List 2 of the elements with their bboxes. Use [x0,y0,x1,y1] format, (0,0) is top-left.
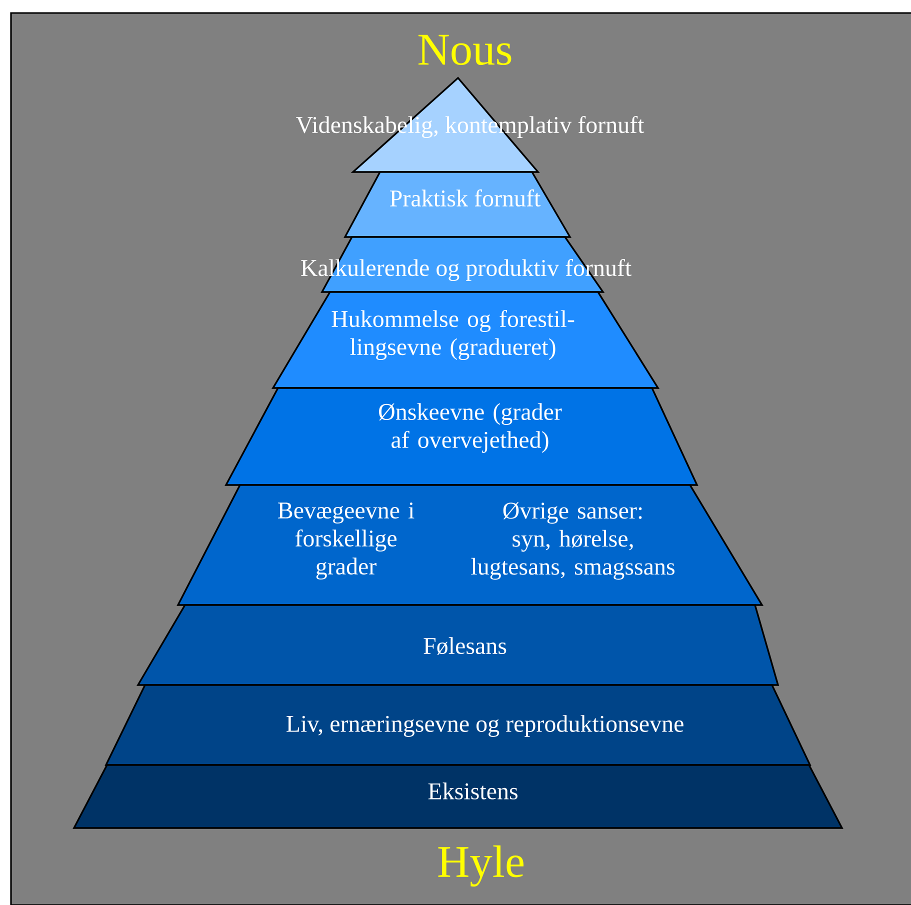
pole-label: Hyle [438,845,524,887]
pole-label: Nous [418,34,512,66]
